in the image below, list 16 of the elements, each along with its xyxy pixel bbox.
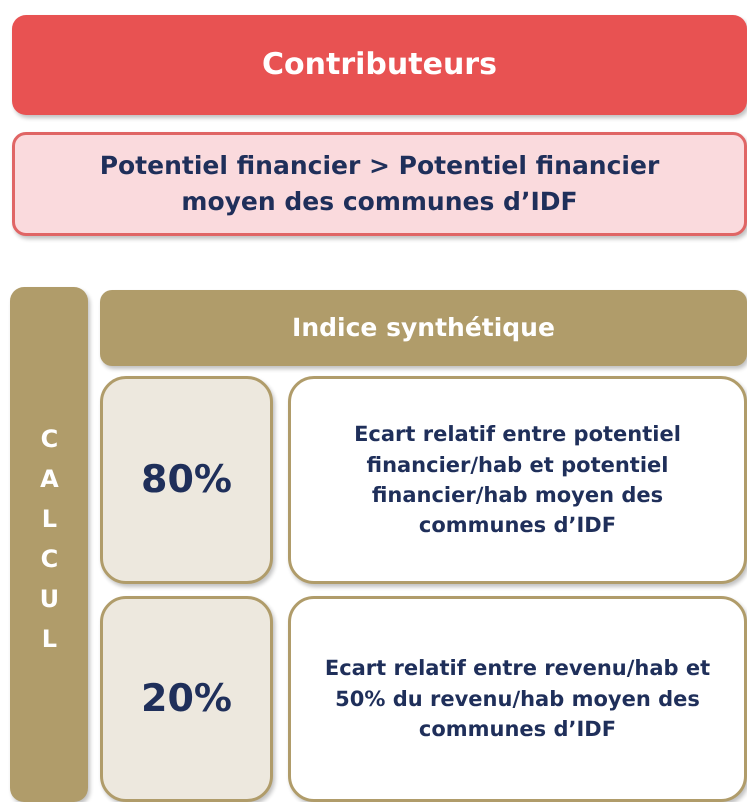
percentage-text: 80% [141,456,232,504]
description-text: Ecart relatif entre revenu/hab et 50% du revenu/hab moyen des communes d’IDF [324,655,712,744]
side-band [10,287,88,802]
description-box [288,376,747,584]
description-text: Ecart relatif entre potentiel financier/hab et potentiel financier/hab moyen des communes d’IDF [353,421,682,540]
condition-text: Potentiel financier > Potentiel financier moyen des communes d’IDF [98,150,660,218]
banner-title: Contributeurs [262,46,497,84]
section-header [100,290,747,366]
percentage-text: 20% [141,675,232,722]
condition-box [12,132,747,236]
header-banner [12,15,747,115]
vertical-label: CALCUL [34,424,64,664]
section-title: Indice synthétique [292,312,555,344]
percentage-box [100,596,273,802]
description-box [288,596,747,802]
percentage-box [100,376,273,584]
